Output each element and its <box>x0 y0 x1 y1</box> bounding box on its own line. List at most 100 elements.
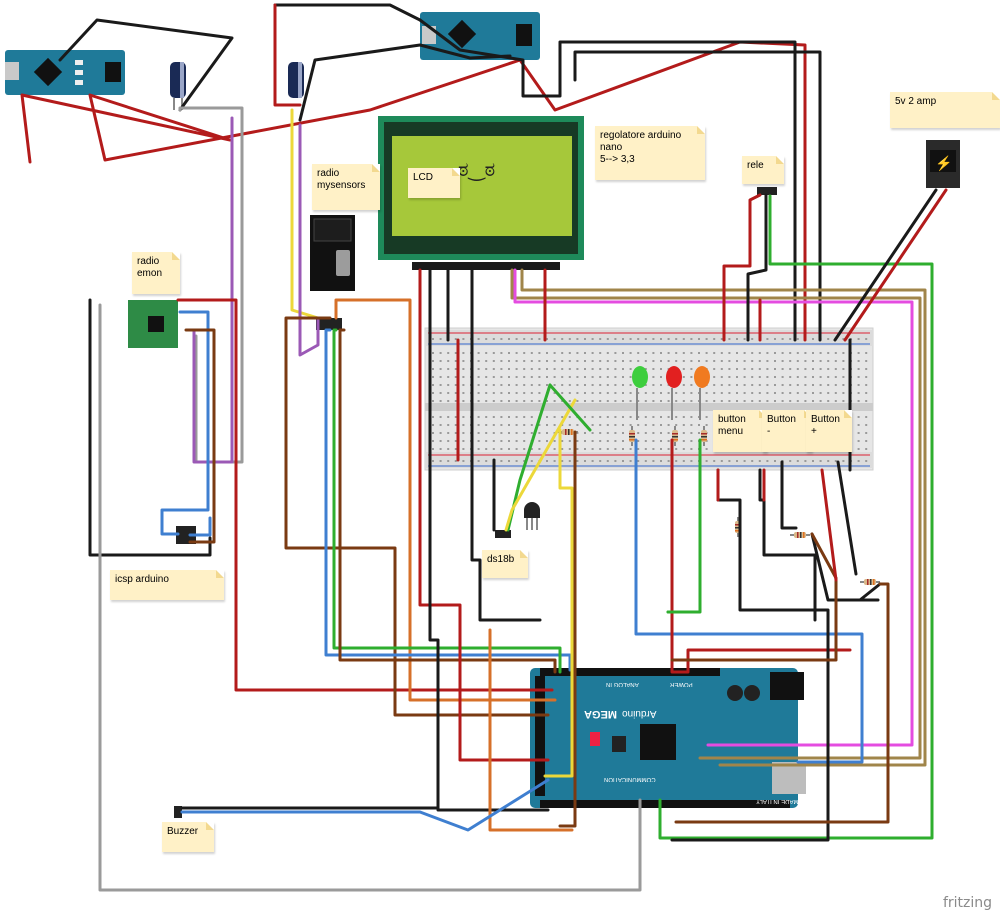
breadboard-hole <box>492 416 495 418</box>
breadboard-hole <box>652 368 655 370</box>
breadboard-hole <box>682 416 685 418</box>
breadboard-hole <box>500 392 503 394</box>
breadboard-hole <box>705 352 708 354</box>
breadboard-hole <box>462 424 465 426</box>
breadboard-hole <box>546 400 548 402</box>
rail-hole <box>834 460 837 462</box>
breadboard-hole <box>660 440 662 442</box>
note-radio-mysensors: radio mysensors <box>312 164 380 210</box>
breadboard-hole <box>439 432 442 434</box>
breadboard-hole <box>492 424 495 426</box>
rail-hole <box>827 460 830 462</box>
breadboard-hole <box>834 376 837 378</box>
rail-hole <box>546 338 548 340</box>
breadboard-hole <box>652 360 655 362</box>
breadboard-hole <box>538 440 541 442</box>
breadboard-hole <box>530 376 533 378</box>
rail-hole <box>637 338 640 340</box>
breadboard-hole <box>637 400 640 402</box>
capacitor-2 <box>288 62 304 98</box>
breadboard-hole <box>713 400 716 402</box>
breadboard-hole <box>492 360 495 362</box>
rail-hole <box>789 338 792 340</box>
breadboard-hole <box>865 448 868 450</box>
breadboard-hole <box>584 448 586 450</box>
rail-hole <box>432 338 434 340</box>
breadboard-hole <box>781 376 784 378</box>
rail-hole <box>720 338 723 340</box>
breadboard-hole <box>606 368 609 370</box>
breadboard-hole <box>538 448 541 450</box>
breadboard-hole <box>485 440 488 442</box>
breadboard-hole <box>439 416 442 418</box>
black-wire <box>746 193 768 342</box>
breadboard-hole <box>553 440 556 442</box>
breadboard-hole <box>447 368 450 370</box>
breadboard-hole <box>606 352 609 354</box>
rail-hole <box>690 460 693 462</box>
breadboard-hole <box>584 376 586 378</box>
breadboard-hole <box>561 376 564 378</box>
breadboard-hole <box>652 416 655 418</box>
breadboard-hole <box>865 384 868 386</box>
breadboard-hole <box>660 368 662 370</box>
mega-analog-label: ANALOG IN <box>606 681 639 687</box>
mega-power-label: POWER <box>670 681 693 687</box>
breadboard-hole <box>644 352 647 354</box>
breadboard-hole <box>796 376 799 378</box>
breadboard-hole <box>614 360 617 362</box>
breadboard-hole <box>447 352 450 354</box>
rail-hole <box>751 460 754 462</box>
breadboard-hole <box>599 384 602 386</box>
breadboard-hole <box>538 384 541 386</box>
green-wire <box>666 438 702 614</box>
breadboard-hole <box>599 360 602 362</box>
rail-hole <box>576 460 579 462</box>
rail-hole <box>736 460 738 462</box>
rail-hole <box>530 460 533 462</box>
rail-hole <box>584 460 586 462</box>
breadboard-hole <box>660 448 662 450</box>
breadboard-hole <box>432 416 434 418</box>
breadboard-hole <box>644 432 647 434</box>
breadboard-hole <box>834 360 837 362</box>
breadboard-hole <box>599 440 602 442</box>
rail-hole <box>500 338 503 340</box>
breadboard-hole <box>515 432 518 434</box>
breadboard-hole <box>637 416 640 418</box>
breadboard-hole <box>812 352 814 354</box>
breadboard-hole <box>606 416 609 418</box>
breadboard-hole <box>477 384 480 386</box>
rail-hole <box>842 338 845 340</box>
breadboard-hole <box>789 376 792 378</box>
breadboard-hole <box>842 376 845 378</box>
breadboard-hole <box>614 352 617 354</box>
breadboard-hole <box>622 432 624 434</box>
red-wire <box>670 438 852 674</box>
breadboard-hole <box>857 368 860 370</box>
rail-hole <box>622 460 624 462</box>
breadboard-hole <box>622 392 624 394</box>
breadboard-hole <box>766 352 769 354</box>
rail-hole <box>462 460 465 462</box>
rail-hole <box>561 338 564 340</box>
rail-hole <box>629 338 632 340</box>
rail-hole <box>644 460 647 462</box>
breadboard-hole <box>743 376 746 378</box>
breadboard-hole <box>720 352 723 354</box>
breadboard-hole <box>698 432 700 434</box>
breadboard-hole <box>553 424 556 426</box>
breadboard-hole <box>591 416 594 418</box>
breadboard-hole <box>819 368 822 370</box>
rail-hole <box>766 460 769 462</box>
black-wire <box>418 18 797 342</box>
breadboard-hole <box>606 432 609 434</box>
rail-hole <box>561 460 564 462</box>
breadboard-hole <box>842 384 845 386</box>
breadboard-hole <box>834 384 837 386</box>
breadboard-hole <box>743 384 746 386</box>
breadboard-hole <box>447 432 450 434</box>
black-wire <box>833 188 938 342</box>
breadboard-hole <box>857 424 860 426</box>
breadboard-hole <box>865 440 868 442</box>
